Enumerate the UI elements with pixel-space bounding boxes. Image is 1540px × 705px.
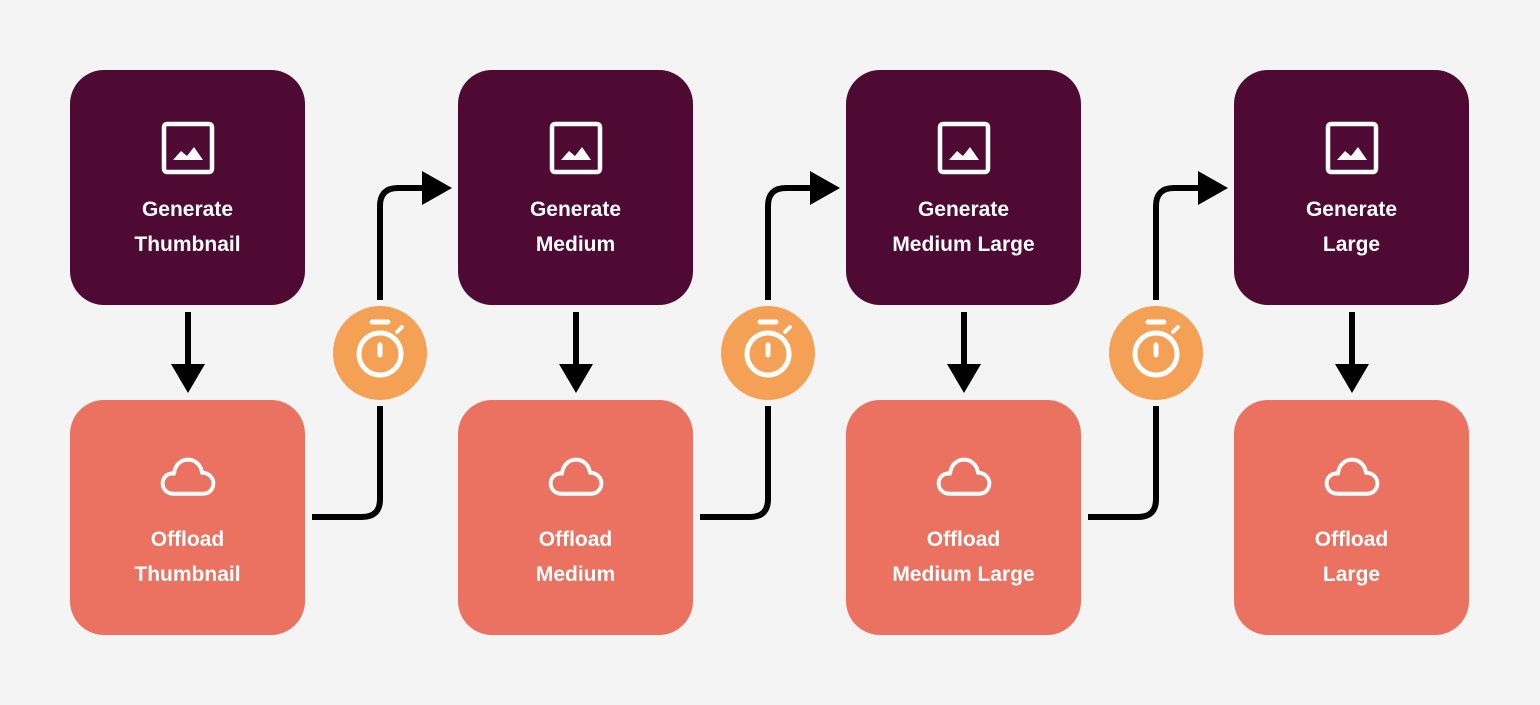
elbow-connector-2: [700, 171, 840, 520]
generate-large-box: Generate Large: [1234, 70, 1469, 305]
label-line-2: Medium Large: [892, 563, 1035, 586]
offload-medium-large-box: Offload Medium Large: [846, 400, 1081, 635]
offload-large-label: Offload Large: [1315, 522, 1389, 592]
label-line-1: Offload: [926, 528, 1001, 551]
label-line-2: Thumbnail: [134, 233, 241, 256]
label-line-1: Offload: [1314, 528, 1389, 551]
generate-medium-large-box: Generate Medium Large: [846, 70, 1081, 305]
generate-medium-label: Generate Medium: [530, 192, 621, 262]
label-line-1: Offload: [538, 528, 613, 551]
generate-medium-large-label: Generate Medium Large: [892, 192, 1034, 262]
down-arrow-thumbnail: [171, 312, 205, 393]
down-arrow-medium-large: [947, 312, 981, 393]
elbow-connector-3: [1088, 171, 1228, 520]
image-icon: [937, 121, 990, 175]
label-line-2: Large: [1322, 563, 1381, 586]
cloud-icon: [936, 457, 991, 496]
generate-medium-box: Generate Medium: [458, 70, 693, 305]
label-line-1: Generate: [1305, 198, 1398, 221]
label-line-2: Thumbnail: [134, 563, 241, 586]
timer-2: [721, 306, 815, 400]
label-line-1: Generate: [529, 198, 622, 221]
elbow-connector-1: [312, 171, 452, 520]
cloud-icon: [160, 457, 215, 496]
offload-large-box: Offload Large: [1234, 400, 1469, 635]
offload-medium-large-label: Offload Medium Large: [892, 522, 1034, 592]
timer-1: [333, 306, 427, 400]
offload-thumbnail-label: Offload Thumbnail: [134, 522, 240, 592]
label-line-1: Offload: [150, 528, 225, 551]
image-icon: [161, 121, 214, 175]
down-arrow-large: [1335, 312, 1369, 393]
generate-thumbnail-label: Generate Thumbnail: [134, 192, 240, 262]
label-line-2: Medium Large: [892, 233, 1035, 256]
generate-large-label: Generate Large: [1306, 192, 1397, 262]
label-line-1: Generate: [141, 198, 234, 221]
generate-thumbnail-box: Generate Thumbnail: [70, 70, 305, 305]
image-icon: [1325, 121, 1378, 175]
cloud-icon: [548, 457, 603, 496]
offload-medium-label: Offload Medium: [536, 522, 615, 592]
offload-medium-box: Offload Medium: [458, 400, 693, 635]
offload-thumbnail-box: Offload Thumbnail: [70, 400, 305, 635]
image-icon: [549, 121, 602, 175]
label-line-2: Large: [1322, 233, 1381, 256]
label-line-2: Medium: [535, 233, 616, 256]
cloud-icon: [1324, 457, 1379, 496]
down-arrow-medium: [559, 312, 593, 393]
label-line-1: Generate: [917, 198, 1010, 221]
timer-3: [1109, 306, 1203, 400]
label-line-2: Medium: [535, 563, 616, 586]
